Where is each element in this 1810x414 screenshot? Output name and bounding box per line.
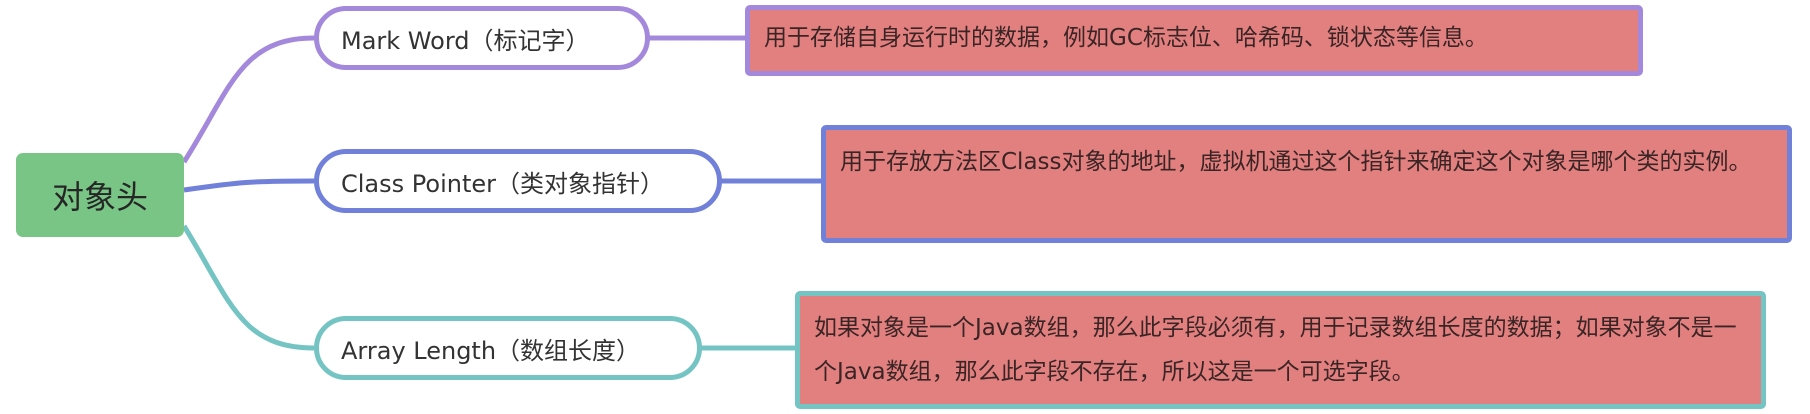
- node-class-pointer[interactable]: Class Pointer（类对象指针）: [314, 149, 722, 213]
- note-mark-word[interactable]: 用于存储自身运行时的数据，例如GC标志位、哈希码、锁状态等信息。: [745, 5, 1643, 76]
- note-class-pointer-text: 用于存放方法区Class对象的地址，虚拟机通过这个指针来确定这个对象是哪个类的实…: [840, 149, 1752, 175]
- root-node[interactable]: 对象头: [16, 153, 184, 237]
- note-array-length-text: 如果对象是一个Java数组，那么此字段必须有，用于记录数组长度的数据；如果对象不…: [814, 315, 1737, 385]
- connector-root-array-length: [181, 224, 315, 351]
- note-array-length[interactable]: 如果对象是一个Java数组，那么此字段必须有，用于记录数组长度的数据；如果对象不…: [795, 291, 1766, 409]
- node-mark-word[interactable]: Mark Word（标记字）: [314, 6, 650, 70]
- note-class-pointer[interactable]: 用于存放方法区Class对象的地址，虚拟机通过这个指针来确定这个对象是哪个类的实…: [821, 125, 1792, 243]
- root-node-label: 对象头: [51, 178, 148, 216]
- node-class-pointer-label: Class Pointer（类对象指针）: [341, 169, 664, 198]
- node-mark-word-label: Mark Word（标记字）: [341, 26, 590, 55]
- node-array-length-label: Array Length（数组长度）: [341, 336, 641, 365]
- connector-root-mark-word: [181, 35, 315, 164]
- node-array-length[interactable]: Array Length（数组长度）: [314, 316, 702, 380]
- note-mark-word-text: 用于存储自身运行时的数据，例如GC标志位、哈希码、锁状态等信息。: [764, 25, 1488, 51]
- connector-root-class-pointer: [183, 178, 315, 193]
